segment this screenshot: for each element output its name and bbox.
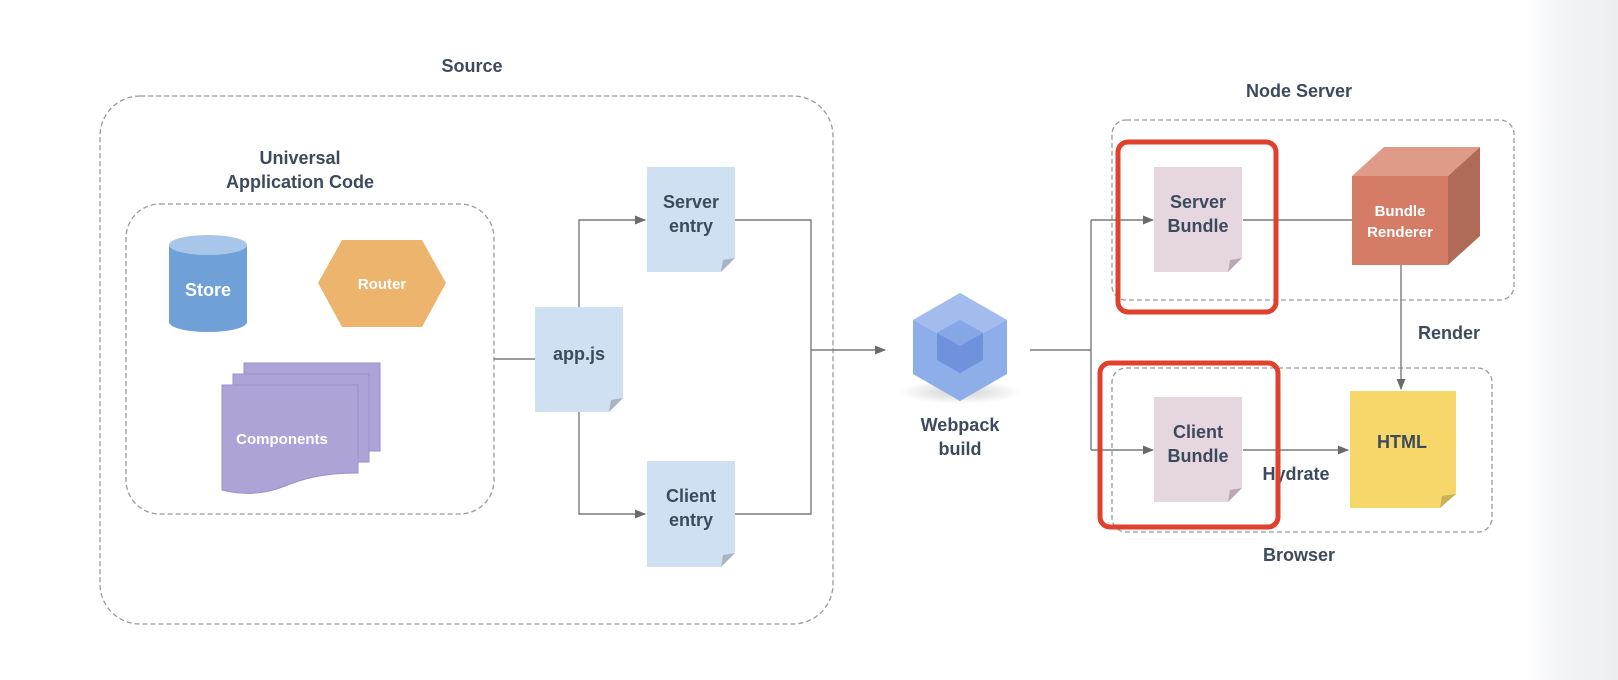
client-entry-fold: [721, 553, 735, 567]
bundle-renderer-side: [1448, 147, 1480, 265]
webpack-label-line2: build: [939, 439, 982, 459]
node-server-group-title: Node Server: [1246, 81, 1352, 101]
server-bundle-label-line1: Server: [1170, 192, 1226, 212]
components-node: Components: [221, 362, 381, 494]
server-entry-document: [647, 167, 735, 272]
connector-entries-merge: [735, 219, 812, 515]
browser-group-title: Browser: [1263, 545, 1335, 565]
server-entry-node: Server entry: [647, 167, 735, 272]
hydrate-edge-label: Hydrate: [1262, 464, 1329, 484]
app-js-fold: [609, 398, 623, 412]
server-bundle-label-line2: Bundle: [1168, 216, 1229, 236]
html-node: HTML: [1350, 391, 1456, 508]
node-server-group-box: [1111, 119, 1515, 301]
server-bundle-fold: [1228, 258, 1242, 272]
client-entry-label-line2: entry: [669, 510, 713, 530]
server-entry-fold: [721, 258, 735, 272]
client-entry-document: [647, 461, 735, 567]
connector-app-to-client-entry: [578, 412, 647, 519]
server-bundle-node: Server Bundle: [1154, 167, 1242, 272]
source-group-box: [99, 95, 834, 625]
client-bundle-label-line1: Client: [1173, 422, 1223, 442]
client-bundle-node: Client Bundle: [1154, 397, 1242, 502]
bundle-renderer-front: [1352, 176, 1448, 265]
app-js-node: app.js: [535, 307, 623, 412]
client-bundle-document: [1154, 397, 1242, 502]
client-entry-node: Client entry: [647, 461, 735, 567]
connector-app-to-server-entry: [578, 215, 647, 307]
webpack-label-line1: Webpack: [921, 415, 1001, 435]
client-bundle-label-line2: Bundle: [1168, 446, 1229, 466]
html-document: [1350, 391, 1456, 508]
server-bundle-document: [1154, 167, 1242, 272]
universal-code-title-line2: Application Code: [226, 172, 374, 192]
html-fold: [1440, 494, 1456, 508]
html-label: HTML: [1377, 432, 1427, 452]
router-label: Router: [358, 276, 406, 293]
components-page-front: [221, 384, 359, 494]
webpack-inner-top: [937, 320, 983, 346]
bundle-renderer-node: Bundle Renderer: [1352, 147, 1480, 265]
router-node: Router: [318, 240, 446, 327]
client-bundle-highlight: [1097, 360, 1281, 530]
webpack-node: Webpack build: [898, 293, 1022, 459]
client-bundle-fold: [1228, 488, 1242, 502]
components-label: Components: [236, 431, 328, 448]
universal-code-title-line1: Universal: [259, 148, 340, 168]
bundle-renderer-label-line2: Renderer: [1367, 224, 1433, 241]
render-edge-label: Render: [1418, 323, 1480, 343]
server-entry-label-line2: entry: [669, 216, 713, 236]
store-cylinder-top: [169, 235, 247, 255]
app-js-label: app.js: [553, 344, 605, 364]
client-entry-label-line1: Client: [666, 486, 716, 506]
store-cylinder-body: [169, 245, 247, 332]
server-entry-label-line1: Server: [663, 192, 719, 212]
side-panel: [1528, 0, 1618, 680]
bundle-renderer-top: [1352, 147, 1480, 176]
bundle-renderer-label-line1: Bundle: [1375, 203, 1426, 220]
server-bundle-highlight: [1115, 139, 1279, 315]
store-node: Store: [169, 235, 247, 332]
store-label: Store: [185, 280, 231, 300]
app-js-document: [535, 307, 623, 412]
router-hexagon: [318, 240, 446, 327]
source-group-title: Source: [441, 56, 502, 76]
browser-group-box: [1111, 367, 1493, 533]
